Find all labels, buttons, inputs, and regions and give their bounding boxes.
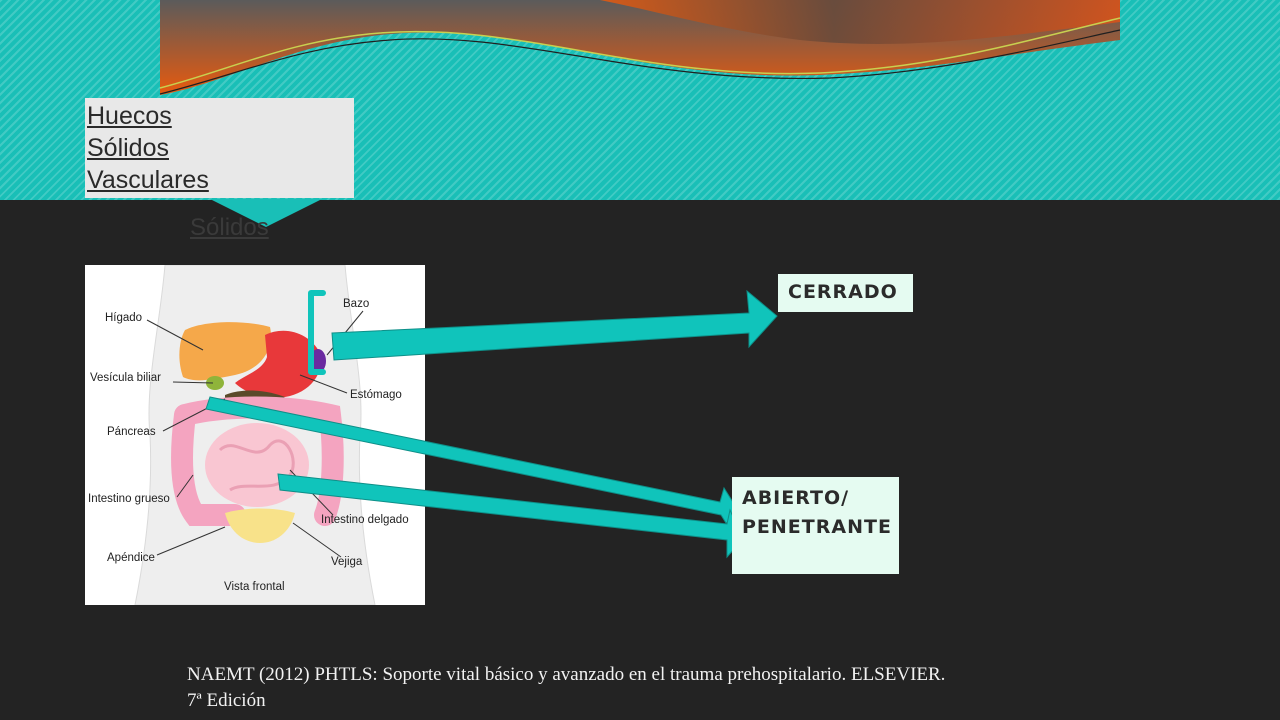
label-intestino-delgado: Intestino delgado (321, 514, 409, 526)
tag-cerrado: CERRADO (778, 274, 913, 312)
nav-links-box: Huecos Sólidos Vasculares (85, 98, 354, 198)
label-apendice: Apéndice (107, 552, 155, 564)
label-bazo: Bazo (343, 298, 369, 310)
label-estomago: Estómago (350, 389, 402, 401)
citation: NAEMT (2012) PHTLS: Soporte vital básico… (187, 662, 1087, 714)
label-vejiga: Vejiga (331, 556, 363, 568)
tag-abierto-penetrante: ABIERTO/ PENETRANTE (732, 477, 899, 574)
citation-line2: 7ª Edición (187, 690, 266, 711)
section-subtitle: Sólidos (190, 214, 269, 241)
tag-abierto-line2: PENETRANTE (742, 516, 892, 538)
nav-pointer-triangle (210, 199, 322, 227)
header-wave-art (159, 0, 1121, 95)
label-vesicula: Vesícula biliar (90, 372, 161, 384)
nav-link-huecos[interactable]: Huecos (87, 102, 172, 130)
label-vista-frontal: Vista frontal (224, 581, 285, 593)
tag-abierto-line1: ABIERTO/ (742, 487, 850, 509)
citation-line1: NAEMT (2012) PHTLS: Soporte vital básico… (187, 664, 946, 685)
anatomy-illustration: Hígado Bazo Vesícula biliar Estómago Pán… (88, 265, 409, 605)
label-intestino-grueso: Intestino grueso (88, 493, 170, 505)
nav-link-solidos[interactable]: Sólidos (87, 134, 169, 162)
label-pancreas: Páncreas (107, 426, 156, 438)
anatomy-figure: Hígado Bazo Vesícula biliar Estómago Pán… (85, 265, 425, 605)
nav-link-vasculares[interactable]: Vasculares (87, 166, 209, 194)
label-higado: Hígado (105, 312, 142, 324)
